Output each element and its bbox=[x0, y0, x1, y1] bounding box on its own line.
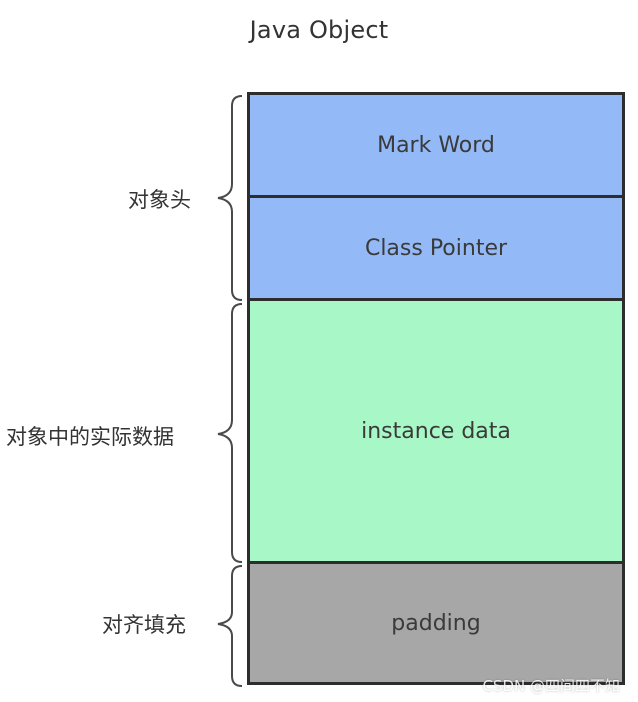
padding-label: padding bbox=[391, 610, 481, 636]
padding-group-label: 对齐填充 bbox=[102, 613, 186, 637]
csdn-watermark: CSDN @四间四不知 bbox=[482, 677, 620, 695]
padding-brace bbox=[217, 565, 243, 687]
object-header-group-label: 对象头 bbox=[128, 188, 191, 212]
padding-block: padding bbox=[247, 561, 625, 685]
class-pointer-block: Class Pointer bbox=[247, 195, 625, 301]
instance-data-block: instance data bbox=[247, 298, 625, 564]
instance-data-brace bbox=[217, 303, 243, 563]
mark-word-label: Mark Word bbox=[377, 132, 495, 158]
instance-data-group-label: 对象中的实际数据 bbox=[6, 425, 174, 449]
diagram-title: Java Object bbox=[249, 16, 389, 44]
mark-word-block: Mark Word bbox=[247, 92, 625, 198]
object-header-brace bbox=[217, 95, 243, 301]
instance-data-label: instance data bbox=[361, 418, 511, 444]
class-pointer-label: Class Pointer bbox=[364, 235, 508, 261]
